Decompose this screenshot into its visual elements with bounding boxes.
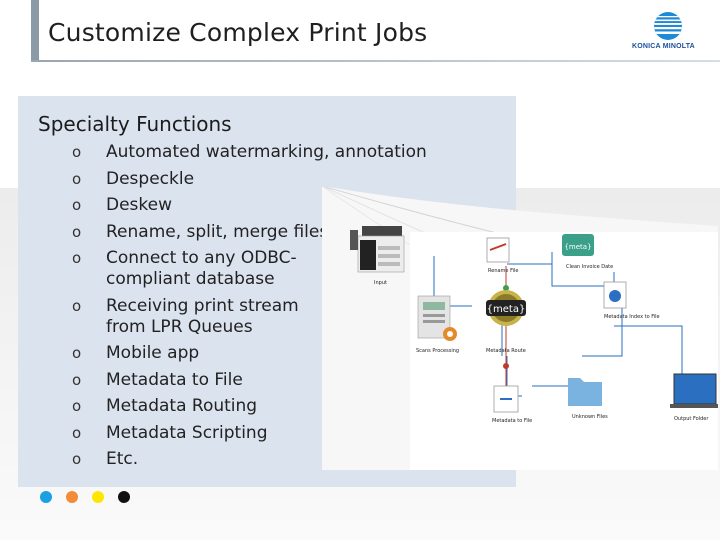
list-item: o Connect to any ODBC-compliant database — [72, 248, 312, 290]
list-item: o Rename, split, merge files — [72, 222, 432, 243]
diagram-label-meta-file: Metadata to File — [492, 418, 532, 424]
laptop-icon — [670, 373, 718, 408]
blue-dot — [40, 491, 52, 503]
index-file-icon — [603, 281, 627, 309]
list-item-text: Metadata Scripting — [106, 422, 268, 443]
list-item: o Despeckle — [72, 169, 432, 190]
diagram-card — [410, 232, 718, 470]
list-item: o Receiving print stream from LPR Queues — [72, 296, 312, 338]
bullet-marker: o — [72, 169, 82, 188]
list-item-text: Etc. — [106, 449, 139, 469]
diagram-label-device: Input — [374, 280, 387, 286]
header-accent-bar — [31, 0, 39, 62]
bullet-marker: o — [72, 249, 82, 267]
printer-device-icon — [350, 226, 405, 273]
header-divider — [31, 60, 720, 62]
list-item-text: Rename, split, merge files — [106, 221, 329, 242]
list-item-text: Metadata to File — [106, 369, 243, 390]
list-item: o Automated watermarking, annotation — [72, 142, 432, 163]
diagram-label-meta-center: Metadata Route — [486, 348, 526, 354]
bullet-marker: o — [72, 423, 82, 442]
slide-title: Customize Complex Print Jobs — [48, 18, 428, 47]
meta-scroll-icon: {meta} — [562, 234, 594, 256]
meta-small-label: {meta} — [564, 243, 591, 251]
brand-color-dots — [40, 491, 130, 503]
diagram-label-output: Output Folder — [674, 416, 709, 422]
diagram-label-index: Metadata Index to File — [604, 314, 660, 320]
list-item-text: Despeckle — [106, 168, 195, 189]
bullet-marker: o — [72, 370, 82, 389]
meta-big-label: {meta} — [487, 304, 526, 315]
panel-title: Specialty Functions — [38, 112, 232, 136]
metadata-gear-icon: {meta} — [486, 290, 526, 326]
unknown-folder-icon — [568, 378, 602, 406]
konica-minolta-logo-icon — [654, 12, 682, 40]
rename-file-icon — [486, 237, 510, 263]
black-dot — [118, 491, 130, 503]
scanner-icon — [417, 295, 457, 341]
list-item: o Deskew — [72, 195, 432, 216]
list-item: o Mobile app — [72, 343, 432, 364]
bullet-marker: o — [72, 344, 82, 362]
diagram-label-unknown: Unknown Files — [572, 414, 608, 420]
diagram-label-clean: Clean Invoice Date — [566, 264, 613, 270]
list-item: o Metadata Routing — [72, 396, 432, 417]
bullet-marker: o — [72, 222, 82, 241]
list-item: o Metadata Scripting — [72, 423, 432, 444]
list-item-text: Mobile app — [106, 343, 200, 363]
yellow-dot — [92, 491, 104, 503]
bullet-marker: o — [72, 450, 82, 468]
list-item-text: Metadata Routing — [106, 396, 258, 416]
diagram-label-scanner: Scans Processing — [416, 348, 459, 354]
diagram-label-rename: Rename File — [488, 268, 518, 274]
list-item-text: Connect to any ODBC-compliant database — [106, 248, 297, 289]
orange-dot — [66, 491, 78, 503]
bullet-marker: o — [72, 397, 82, 415]
list-item: o Etc. — [72, 449, 432, 470]
list-item-text: Automated watermarking, annotation — [106, 142, 427, 162]
bullet-marker: o — [72, 196, 82, 214]
list-item-text: Deskew — [106, 195, 173, 215]
bullet-marker: o — [72, 143, 82, 161]
metadata-file-icon — [493, 385, 519, 413]
list-item-text: Receiving print stream from LPR Queues — [106, 295, 299, 337]
logo-wordmark: KONICA MINOLTA — [632, 43, 695, 50]
workflow-diagram: Input Rename File {meta} Clean Invoice D… — [322, 186, 718, 470]
bullet-marker: o — [72, 296, 82, 315]
list-item: o Metadata to File — [72, 370, 432, 391]
